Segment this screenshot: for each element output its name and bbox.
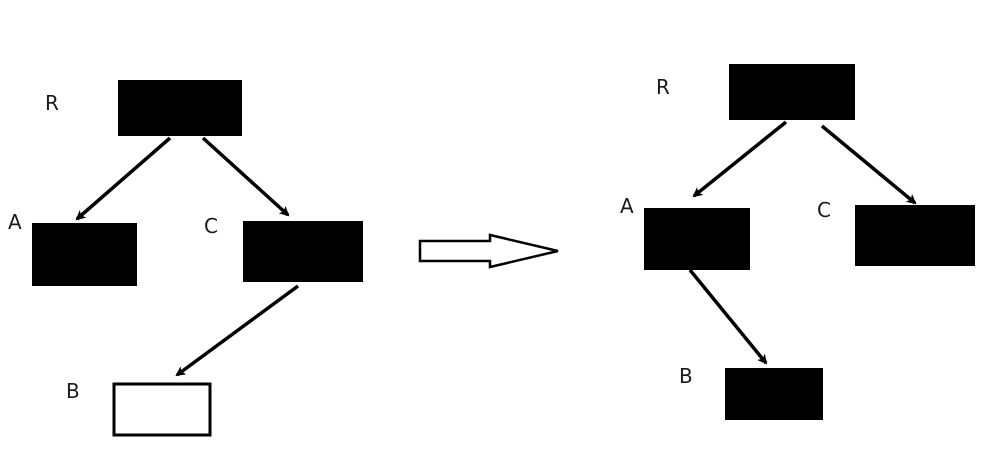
before-edge-c-b bbox=[175, 284, 300, 377]
before-node-c bbox=[243, 221, 363, 282]
after-edge-r-c bbox=[820, 124, 917, 205]
after-node-r bbox=[729, 64, 855, 120]
before-node-b-hollow bbox=[112, 382, 212, 437]
before-node-r bbox=[118, 80, 242, 136]
after-node-c bbox=[855, 205, 975, 266]
after-label-a: A bbox=[620, 194, 634, 218]
after-node-a bbox=[644, 208, 750, 270]
after-node-b bbox=[725, 368, 823, 420]
before-node-a bbox=[32, 223, 137, 286]
after-edge-r-a bbox=[692, 120, 788, 198]
after-edge-a-b bbox=[688, 268, 768, 365]
before-label-r: R bbox=[45, 91, 59, 115]
after-label-r: R bbox=[656, 75, 670, 99]
after-label-c: C bbox=[817, 198, 831, 222]
before-label-c: C bbox=[204, 214, 218, 238]
before-edge-r-c bbox=[201, 136, 290, 217]
before-label-b: B bbox=[66, 379, 80, 403]
before-edge-r-a bbox=[75, 136, 172, 221]
after-label-b: B bbox=[679, 364, 693, 388]
before-label-a: A bbox=[8, 210, 22, 234]
before-tree: R A C B bbox=[8, 80, 363, 437]
transform-arrow-icon bbox=[418, 233, 559, 269]
after-tree: R A C B bbox=[620, 64, 975, 420]
